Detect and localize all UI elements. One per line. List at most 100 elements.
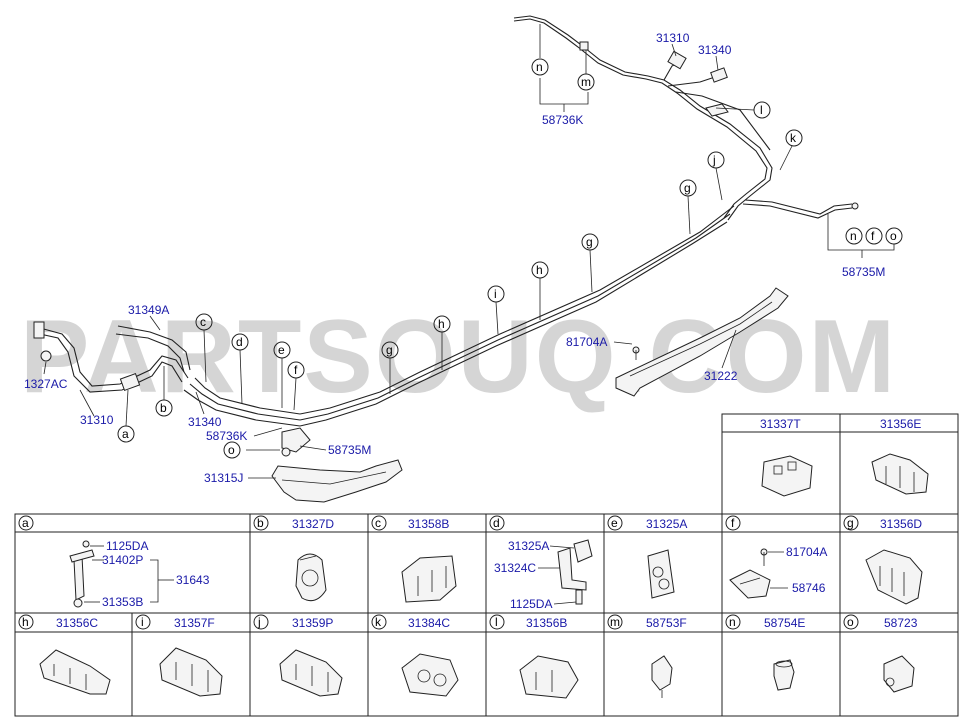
- label-31310-top: 31310: [656, 31, 690, 45]
- cell-l-part: 31356B: [526, 616, 567, 630]
- cell-b-part: 31327D: [292, 517, 334, 531]
- callout-m: m: [581, 75, 591, 89]
- cell-e-part: 31325A: [646, 517, 687, 531]
- cell-b-drawing: [295, 553, 327, 602]
- callout-e: e: [278, 343, 285, 357]
- callout-n-right: n: [850, 229, 857, 243]
- label-31315J: 31315J: [204, 471, 243, 485]
- cell-h-drawing: [39, 649, 111, 695]
- cell-e-key: e: [611, 516, 618, 530]
- cell-j-key: j: [257, 615, 261, 629]
- cell-o-drawing: [883, 655, 915, 693]
- callout-f: f: [294, 363, 298, 377]
- cell-31337T-drawing: [761, 455, 813, 497]
- cell-n-key: n: [729, 615, 736, 629]
- cell-n-part: 58754E: [764, 616, 805, 630]
- callout-o-right: o: [890, 229, 897, 243]
- cell-k-key: k: [375, 615, 382, 629]
- row1-headers: a b 31327D c 31358B d e 31325A f g 31356…: [18, 515, 922, 531]
- cell-g-key: g: [847, 516, 854, 530]
- row2-headers: h 31356C i 31357F j 31359P k 31384C l 31…: [18, 614, 918, 630]
- label-1327AC: 1327AC: [24, 377, 68, 391]
- bracket-31315J: [271, 427, 403, 503]
- cell-g-part: 31356D: [880, 517, 922, 531]
- cell-a-label-31643: 31643: [176, 573, 210, 587]
- cell-c-key: c: [375, 516, 381, 530]
- cell-j-part: 31359P: [292, 616, 333, 630]
- cell-a-label-31402P: 31402P: [102, 553, 143, 567]
- label-58736K-left: 58736K: [206, 429, 247, 443]
- callout-n-top: n: [536, 60, 543, 74]
- label-58735M-right: 58735M: [842, 265, 885, 279]
- cell-l-key: l: [495, 615, 498, 629]
- leader-lines: [43, 24, 895, 479]
- cell-b-key: b: [257, 516, 264, 530]
- callout-i: i: [494, 287, 497, 301]
- cell-g-drawing: [865, 549, 923, 605]
- cell-d-drawing: 31325A 31324C 1125DA: [494, 539, 593, 611]
- label-31340-left: 31340: [188, 415, 222, 429]
- cell-i-drawing: [159, 647, 223, 697]
- callout-d: d: [236, 335, 243, 349]
- callout-g-left: g: [386, 343, 393, 357]
- cell-i-key: i: [141, 615, 144, 629]
- cell-a-label-1125DA: 1125DA: [106, 539, 148, 553]
- callout-g-mid: g: [586, 235, 593, 249]
- callout-o-mid: o: [228, 443, 235, 457]
- cell-h-part: 31356C: [56, 616, 98, 630]
- callout-b: b: [160, 401, 167, 415]
- cell-31337T-part: 31337T: [760, 417, 801, 431]
- cell-c-drawing: [401, 555, 457, 603]
- cell-m-drawing: [651, 655, 673, 698]
- cell-i-part: 31357F: [174, 616, 215, 630]
- cell-c-part: 31358B: [408, 517, 449, 531]
- callout-g-top: g: [684, 181, 691, 195]
- callout-h-mid: h: [536, 263, 543, 277]
- cell-d-key: d: [493, 516, 500, 530]
- label-31340-top: 31340: [698, 43, 732, 57]
- cell-a-key: a: [22, 516, 29, 530]
- main-part-labels: 31310 31340 58736K 58735M 31349A 1327AC …: [24, 31, 885, 485]
- cell-d-label-31325A: 31325A: [508, 539, 549, 553]
- label-31222: 31222: [704, 369, 738, 383]
- cell-f-label-81704A: 81704A: [786, 545, 827, 559]
- cell-d-label-31324C: 31324C: [494, 561, 536, 575]
- cell-31356E-drawing: [871, 453, 929, 495]
- cell-m-part: 58753F: [646, 616, 687, 630]
- callout-f-right: f: [871, 229, 875, 243]
- cell-m-key: m: [610, 615, 620, 629]
- callout-circles: n m l k j g g h i h g f e d c b a o n f …: [117, 58, 903, 459]
- top-connectors: [579, 41, 859, 210]
- cell-f-key: f: [731, 516, 735, 530]
- label-81704A: 81704A: [566, 335, 607, 349]
- label-31310-left: 31310: [80, 413, 114, 427]
- label-58735M-mid: 58735M: [328, 443, 371, 457]
- callout-k: k: [790, 131, 797, 145]
- cell-l-drawing: [519, 655, 579, 699]
- cell-k-part: 31384C: [408, 616, 450, 630]
- bracket-31222: [615, 287, 789, 397]
- callout-c: c: [200, 315, 206, 329]
- callout-a: a: [122, 427, 129, 441]
- cell-d-label-1125DA: 1125DA: [510, 597, 552, 611]
- cell-h-key: h: [22, 615, 29, 629]
- cell-o-part: 58723: [884, 616, 918, 630]
- parts-table: [14, 413, 959, 717]
- callout-l: l: [760, 103, 763, 117]
- label-58736K-top: 58736K: [542, 113, 583, 127]
- cell-f-label-58746: 58746: [792, 581, 826, 595]
- cell-a-label-31353B: 31353B: [102, 595, 143, 609]
- cell-e-drawing: [647, 549, 675, 599]
- cell-n-drawing: [773, 659, 795, 691]
- cell-o-key: o: [847, 615, 854, 629]
- callout-h-left: h: [438, 317, 445, 331]
- callout-j: j: [712, 153, 716, 167]
- cell-k-drawing: [401, 653, 459, 697]
- cell-f-drawing: 81704A 58746: [729, 545, 827, 599]
- cell-31356E-part: 31356E: [880, 417, 921, 431]
- cell-a-drawing: 1125DA 31402P 31643 31353B: [69, 539, 210, 609]
- cell-j-drawing: [279, 649, 343, 697]
- label-31349A: 31349A: [128, 303, 169, 317]
- fuel-pipes: [33, 15, 853, 427]
